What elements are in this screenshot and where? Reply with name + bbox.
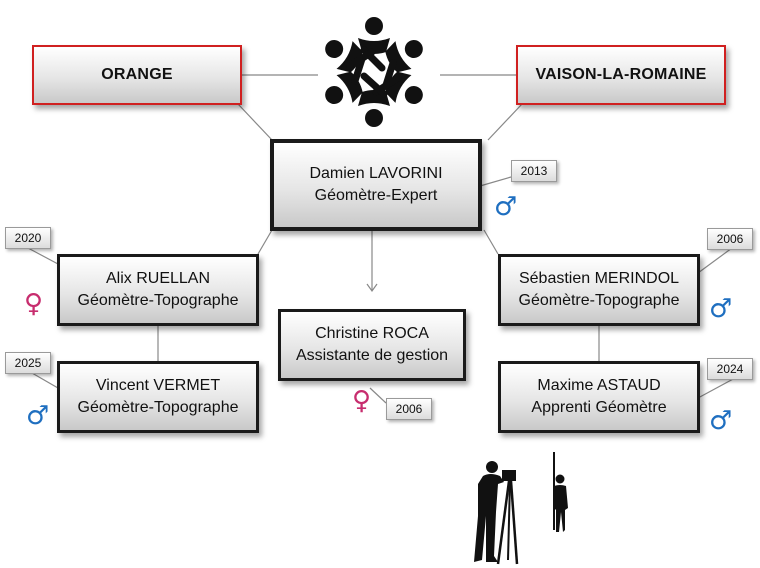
person-box-maxime-astaud: Maxime ASTAUD Apprenti Géomètre xyxy=(498,361,700,433)
year-tag-christine-roca: 2006 xyxy=(386,398,432,420)
person-role: Apprenti Géomètre xyxy=(531,399,667,416)
team-circle-icon xyxy=(325,17,423,127)
male-symbol-icon: ♂ xyxy=(709,294,733,324)
person-role: Géomètre-Topographe xyxy=(518,292,680,309)
person-name: Sébastien MERINDOL xyxy=(518,270,680,287)
male-symbol-icon: ♂ xyxy=(709,406,733,436)
year-tag-maxime-astaud: 2024 xyxy=(707,358,753,380)
person-box-director: Damien LAVORINI Géomètre-Expert xyxy=(270,139,482,231)
year-tag-sebastien-merindol: 2006 xyxy=(707,228,753,250)
person-box-christine-roca: Christine ROCA Assistante de gestion xyxy=(278,309,466,381)
person-name: Damien LAVORINI xyxy=(309,165,443,182)
person-box-alix-ruellan: Alix RUELLAN Géomètre-Topographe xyxy=(57,254,259,326)
person-role: Géomètre-Expert xyxy=(314,187,438,204)
city-box-vaison-la-romaine: VAISON-LA-ROMAINE xyxy=(516,45,726,105)
person-name: Alix RUELLAN xyxy=(105,270,211,287)
city-label: VAISON-LA-ROMAINE xyxy=(535,66,707,83)
city-label: ORANGE xyxy=(101,66,173,83)
year-tag-alix-ruellan: 2020 xyxy=(5,227,51,249)
year-tag-director: 2013 xyxy=(511,160,557,182)
female-symbol-icon: ♀ xyxy=(352,386,372,416)
year-tag-vincent-vermet: 2025 xyxy=(5,352,51,374)
person-role: Assistante de gestion xyxy=(295,347,449,364)
surveyors-silhouette-icon xyxy=(474,452,568,565)
person-name: Vincent VERMET xyxy=(95,377,221,394)
person-name: Christine ROCA xyxy=(315,325,429,342)
person-role: Géomètre-Topographe xyxy=(77,292,239,309)
person-box-vincent-vermet: Vincent VERMET Géomètre-Topographe xyxy=(57,361,259,433)
male-symbol-icon: ♂ xyxy=(26,401,50,431)
female-symbol-icon: ♀ xyxy=(24,289,44,319)
city-box-orange: ORANGE xyxy=(32,45,242,105)
person-box-sebastien-merindol: Sébastien MERINDOL Géomètre-Topographe xyxy=(498,254,700,326)
male-symbol-icon: ♂ xyxy=(494,192,518,222)
person-name: Maxime ASTAUD xyxy=(537,377,661,394)
person-role: Géomètre-Topographe xyxy=(77,399,239,416)
